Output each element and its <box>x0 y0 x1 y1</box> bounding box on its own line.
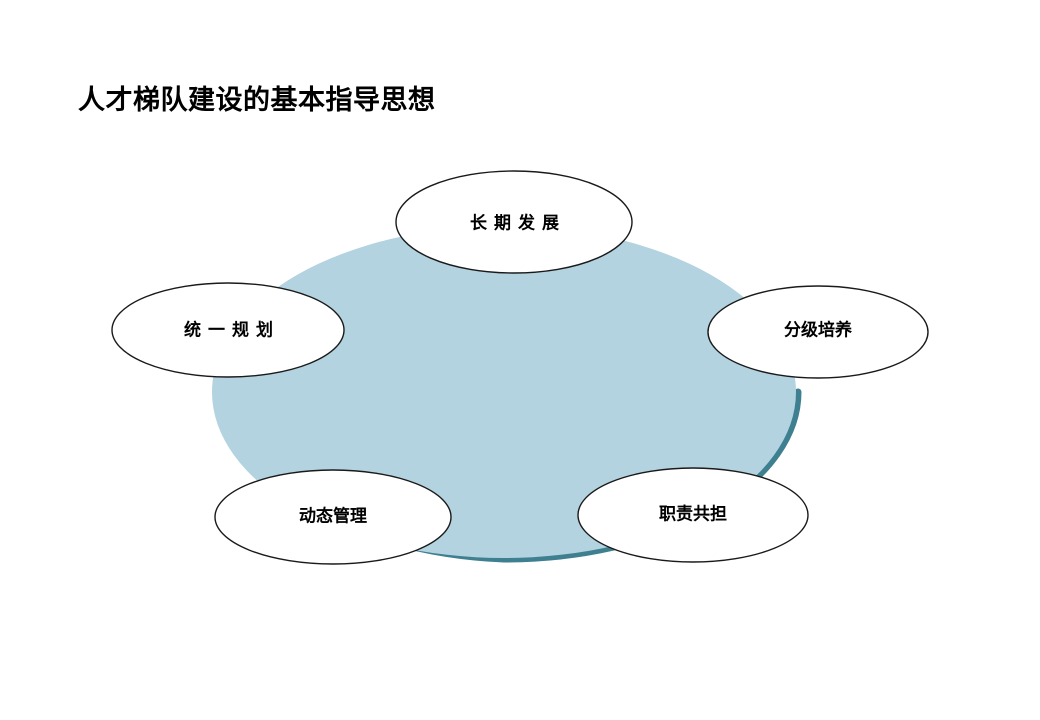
node-bottom-left[interactable]: 动态管理 <box>214 469 452 565</box>
node-right-ellipse[interactable] <box>707 285 929 379</box>
node-top[interactable]: 长期发展 <box>395 170 633 274</box>
node-left-ellipse[interactable] <box>111 282 345 378</box>
node-left[interactable]: 统一规划 <box>111 282 345 378</box>
node-bottom-right[interactable]: 职责共担 <box>577 467 809 563</box>
node-top-label: 长期发展 <box>470 213 566 234</box>
node-top-ellipse[interactable] <box>395 170 633 274</box>
page-title: 人才梯队建设的基本指导思想 <box>78 85 436 116</box>
node-left-label: 统一规划 <box>184 320 280 341</box>
node-right-label: 分级培养 <box>784 320 853 341</box>
node-bottom-left-label: 动态管理 <box>299 506 367 527</box>
node-right[interactable]: 分级培养 <box>707 285 929 379</box>
node-bottom-right-ellipse[interactable] <box>577 467 809 563</box>
node-bottom-left-ellipse[interactable] <box>214 469 452 565</box>
node-bottom-right-label: 职责共担 <box>659 505 727 525</box>
